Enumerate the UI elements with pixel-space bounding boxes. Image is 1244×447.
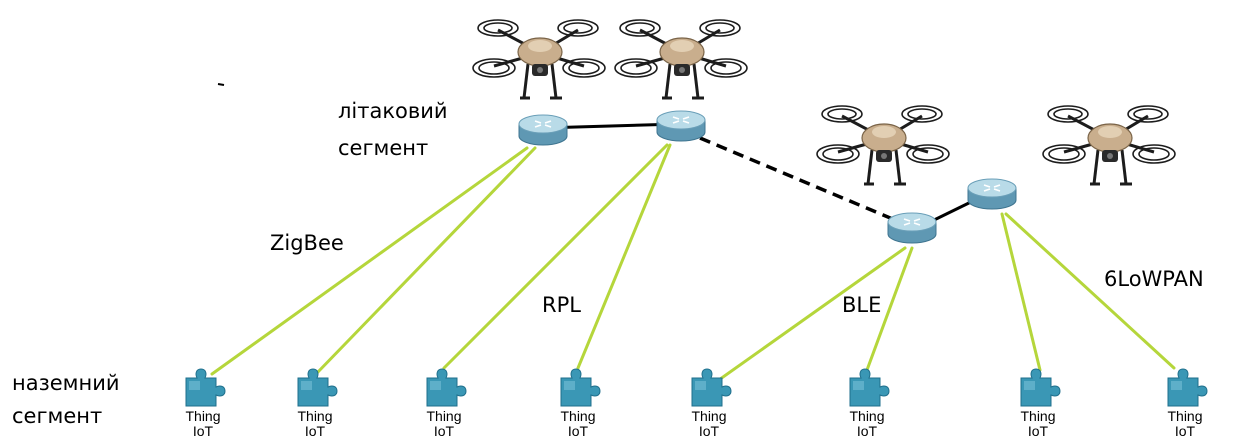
protocol-label-ble: BLE	[842, 293, 882, 317]
puzzle-thing-icon	[849, 368, 890, 407]
air-segment-line-1: літаковий	[338, 99, 448, 123]
thing-label-line-1: Thing	[1020, 408, 1056, 424]
thing-label-line-2: IoT	[192, 422, 214, 439]
wired-link-r3-r4	[929, 198, 976, 224]
thing-label-line-1: Thing	[426, 408, 462, 424]
wireless-link	[210, 146, 529, 376]
ground-segment-label: наземний сегмент	[12, 371, 120, 429]
router-icon	[887, 212, 937, 244]
wireless-link	[714, 246, 907, 384]
puzzle-thing-icon	[1167, 368, 1208, 407]
thing-label-line-1: Thing	[849, 408, 885, 424]
wireless-link	[442, 143, 669, 370]
thing-label-line-1: Thing	[185, 408, 221, 424]
wireless-link	[1000, 212, 1042, 372]
puzzle-thing-icon	[185, 368, 226, 407]
router-icon	[967, 178, 1017, 210]
puzzle-thing-icon	[426, 368, 467, 407]
thing-label-line-1: Thing	[560, 408, 596, 424]
drone-icon	[816, 105, 950, 186]
protocol-label-rpl: RPL	[542, 293, 581, 317]
drone-icon	[1042, 105, 1176, 186]
thing-label-line-1: Thing	[297, 408, 333, 424]
puzzle-thing-icon	[691, 368, 732, 407]
thing-label-line-2: IoT	[1027, 422, 1049, 439]
wireless-link	[865, 246, 914, 372]
puzzle-thing-icon	[1020, 368, 1061, 407]
thing-label-line-2: IoT	[698, 422, 720, 439]
puzzle-thing-icon	[560, 368, 601, 407]
puzzle-thing-icon	[297, 368, 338, 407]
wireless-link	[1004, 212, 1176, 370]
router-icon	[518, 114, 568, 146]
protocol-label-zigbee: ZigBee	[270, 231, 344, 255]
protocol-label-6lowpan: 6LoWPAN	[1104, 267, 1204, 291]
air-segment-label: літаковий сегмент	[338, 99, 448, 161]
thing-label-line-1: Thing	[691, 408, 727, 424]
wireless-link	[314, 146, 537, 376]
thing-label-line-1: Thing	[1167, 408, 1203, 424]
wireless-link	[576, 143, 672, 370]
thing-label-line-2: IoT	[856, 422, 878, 439]
ground-segment-line-2: сегмент	[12, 404, 103, 429]
thing-label-line-2: IoT	[433, 422, 455, 439]
thing-label-line-2: IoT	[567, 422, 589, 439]
drone-icon	[472, 19, 606, 100]
stray-mark	[217, 83, 225, 86]
air-segment-line-2: сегмент	[338, 136, 429, 161]
thing-label-line-2: IoT	[1174, 422, 1196, 439]
router-icon	[656, 110, 706, 142]
drone-icon	[614, 19, 748, 100]
ground-segment-line-1: наземний	[12, 371, 120, 395]
thing-label-line-2: IoT	[304, 422, 326, 439]
